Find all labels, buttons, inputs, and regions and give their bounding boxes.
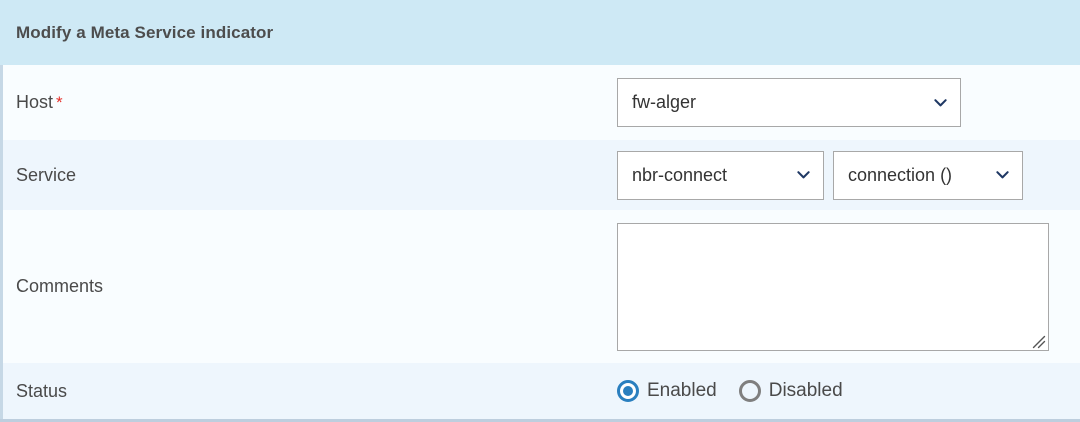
form-rows: Host* fw-alger Service n <box>0 65 1080 419</box>
status-radio-group: Enabled Disabled <box>617 380 865 402</box>
comments-label-text: Comments <box>16 276 104 296</box>
comments-control <box>617 222 1080 351</box>
service-label: Service <box>3 165 617 186</box>
status-control: Enabled Disabled <box>617 380 1080 402</box>
status-label-text: Status <box>16 380 68 401</box>
required-asterisk: * <box>56 93 63 112</box>
host-select[interactable]: fw-alger <box>617 78 961 127</box>
radio-label-enabled: Enabled <box>647 380 717 401</box>
form-row-service: Service nbr-connect connection () <box>3 140 1080 210</box>
comments-textarea-wrapper <box>617 222 1049 351</box>
form-row-status: Status Enabled Disabled <box>3 363 1080 419</box>
service-label-text: Service <box>16 164 77 185</box>
host-label: Host* <box>3 92 617 113</box>
comments-textarea[interactable] <box>618 223 1048 350</box>
service-control: nbr-connect connection () <box>617 150 1080 200</box>
radio-option-enabled[interactable]: Enabled <box>617 380 717 402</box>
chevron-down-icon <box>933 95 948 110</box>
radio-label-disabled: Disabled <box>768 380 843 401</box>
form-row-comments: Comments <box>3 210 1080 363</box>
metric-select[interactable]: connection () <box>833 150 1023 200</box>
host-label-text: Host <box>16 92 54 112</box>
radio-selected-icon[interactable] <box>617 380 639 402</box>
comments-label: Comments <box>3 276 617 297</box>
status-label: Status <box>3 381 617 402</box>
service-select[interactable]: nbr-connect <box>617 150 824 200</box>
service-select-value: nbr-connect <box>632 164 728 185</box>
chevron-down-icon <box>995 168 1010 183</box>
chevron-down-icon <box>796 168 811 183</box>
page-title: Modify a Meta Service indicator <box>16 22 274 42</box>
host-control: fw-alger <box>617 78 1080 127</box>
panel-header: Modify a Meta Service indicator <box>0 0 1080 65</box>
form-row-host: Host* fw-alger <box>3 65 1080 140</box>
host-select-value: fw-alger <box>632 92 697 112</box>
metric-select-value: connection () <box>848 164 953 185</box>
radio-option-disabled[interactable]: Disabled <box>738 380 843 402</box>
radio-unselected-icon[interactable] <box>738 380 761 402</box>
